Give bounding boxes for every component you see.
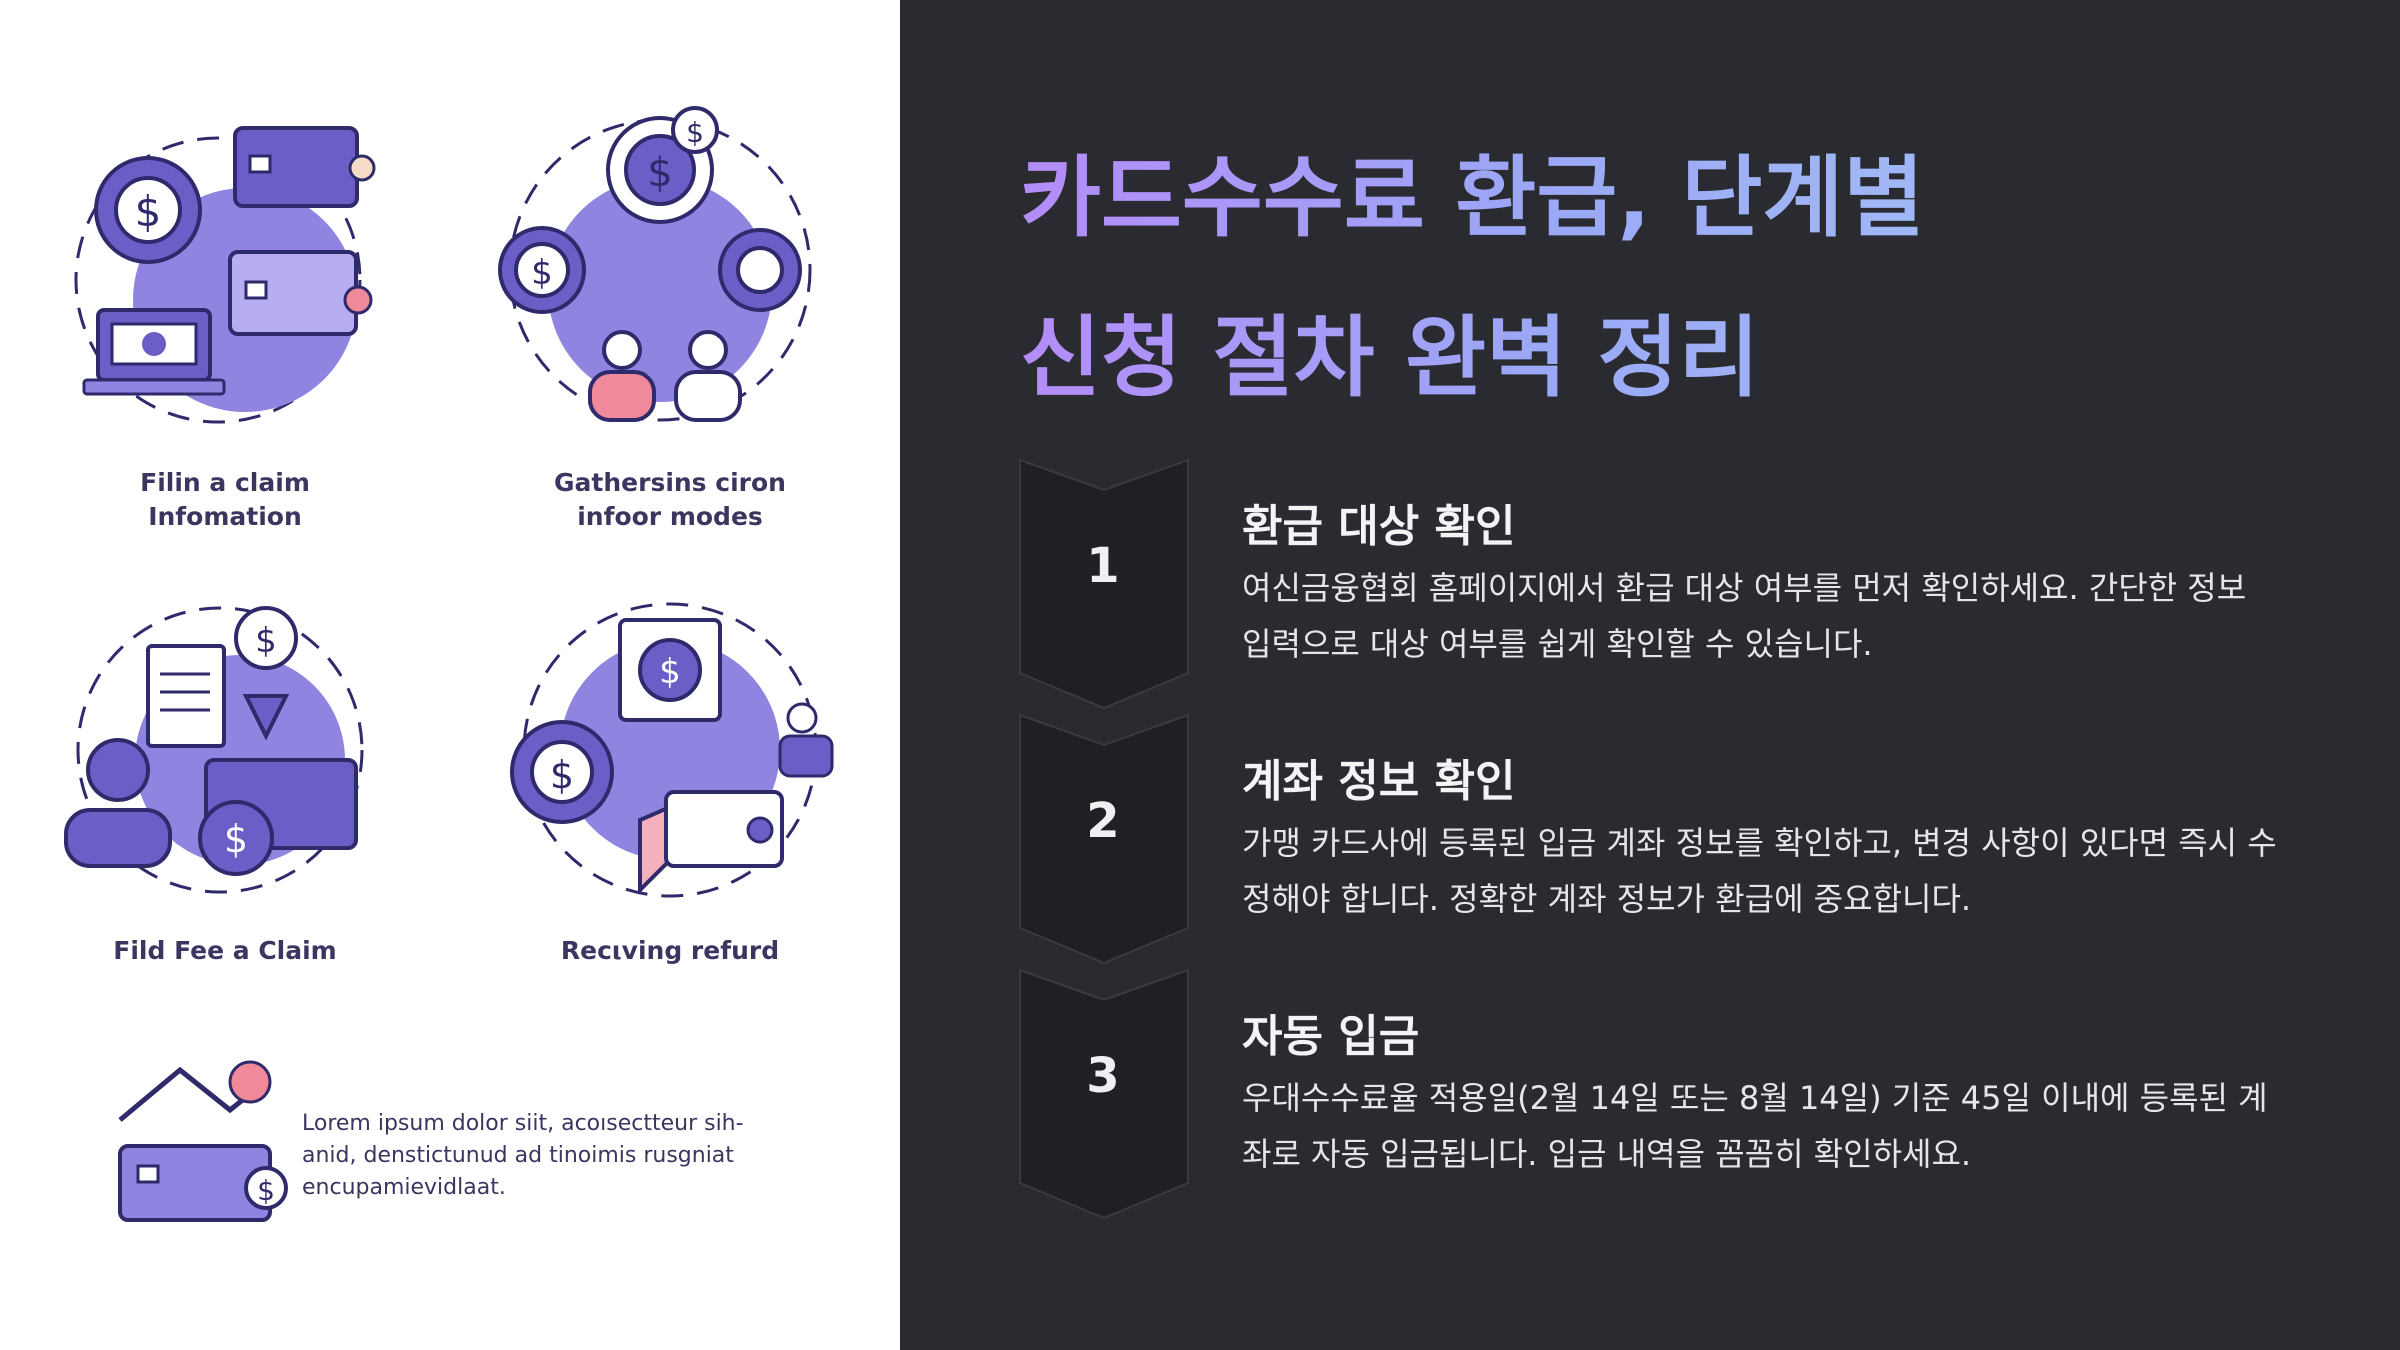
coin-icon: $ xyxy=(618,618,722,722)
house-card-icon: $ xyxy=(118,1060,288,1222)
coin-icon: $ $ xyxy=(606,106,719,224)
svg-text:$: $ xyxy=(550,753,574,797)
person-icon xyxy=(778,702,834,778)
svg-text:$: $ xyxy=(224,817,248,861)
title-line-2: 신청 절차 완벽 정리 xyxy=(1020,306,1760,409)
step-description: 우대수수료율 적용일(2월 14일 또는 8월 14일) 기준 45일 이내에 … xyxy=(1242,1079,2268,1173)
step-item: 2 계좌 정보 확인 가맹 카드사에 등록된 입금 계좌 정보를 확인하고, 변… xyxy=(900,713,2400,968)
step-number: 2 xyxy=(1086,793,1120,849)
illustration-label: Fild Fee a Claim xyxy=(113,936,337,965)
illustration-panel: $ Filin a claim Infomation $ $ xyxy=(0,0,900,1350)
step-title: 계좌 정보 확인 xyxy=(1242,756,1516,807)
lorem-text: Lorem ipsum dolor siit, acoısectteur sih… xyxy=(302,1111,744,1200)
illustration-label: Gathersins ciron infoor modes xyxy=(554,468,786,531)
step-title: 환급 대상 확인 xyxy=(1242,501,1516,552)
house-card-illustration: $ xyxy=(118,1060,288,1222)
chevron-step-marker xyxy=(1019,968,1189,1220)
person-icon xyxy=(64,738,172,868)
step-number: 3 xyxy=(1086,1048,1120,1104)
illustration-label: Recιving refurd xyxy=(560,936,780,965)
svg-text:$: $ xyxy=(257,1174,275,1207)
credit-card-icon: $ xyxy=(198,758,358,876)
dollar-gear-icon: $ xyxy=(498,226,802,314)
step-number: 1 xyxy=(1086,538,1120,594)
svg-text:$: $ xyxy=(647,150,672,196)
chevron-step-marker xyxy=(1019,713,1189,965)
gathering-information-illustration: $ $ $ xyxy=(498,106,812,422)
svg-text:$: $ xyxy=(255,621,277,661)
laptop-cash-icon xyxy=(82,308,226,396)
document-icon xyxy=(146,644,226,748)
svg-text:$: $ xyxy=(659,652,681,692)
dollar-gear-icon: $ xyxy=(94,156,202,264)
file-claim-illustration: $ $ xyxy=(64,606,364,894)
step-item: 3 자동 입금 우대수수료율 적용일(2월 14일 또는 8월 14일) 기준 … xyxy=(900,968,2400,1223)
title-line-1: 카드수수료 환급, 단계별 xyxy=(1020,146,1925,249)
content-panel: 카드수수료 환급, 단계별 신청 절차 완벽 정리 1 환급 대상 확인 여신금… xyxy=(900,0,2400,1350)
dollar-gear-icon: $ xyxy=(510,720,614,824)
step-title: 자동 입금 xyxy=(1242,1011,1420,1062)
svg-text:$: $ xyxy=(531,253,553,293)
svg-text:$: $ xyxy=(135,187,162,236)
step-item: 1 환급 대상 확인 여신금융협회 홈페이지에서 환급 대상 여부를 먼저 확인… xyxy=(900,458,2400,713)
hand-card-icon xyxy=(638,790,784,895)
coin-icon: $ xyxy=(234,606,298,741)
step-description: 여신금융협회 홈페이지에서 환급 대상 여부를 먼저 확인하세요. 간단한 정보… xyxy=(1242,569,2247,663)
chevron-step-marker xyxy=(1019,458,1189,710)
people-icon xyxy=(588,330,742,422)
credit-card-icon xyxy=(228,126,376,336)
page-title: 카드수수료 환급, 단계별 신청 절차 완벽 정리 xyxy=(1020,118,2320,438)
claim-information-illustration: $ xyxy=(74,126,376,424)
svg-text:$: $ xyxy=(686,116,704,149)
receiving-refund-illustration: $ $ xyxy=(510,602,834,898)
illustration-label: Filin a claim Infomation xyxy=(140,468,310,531)
step-description: 가맹 카드사에 등록된 입금 계좌 정보를 확인하고, 변경 사항이 있다면 즉… xyxy=(1242,824,2277,918)
